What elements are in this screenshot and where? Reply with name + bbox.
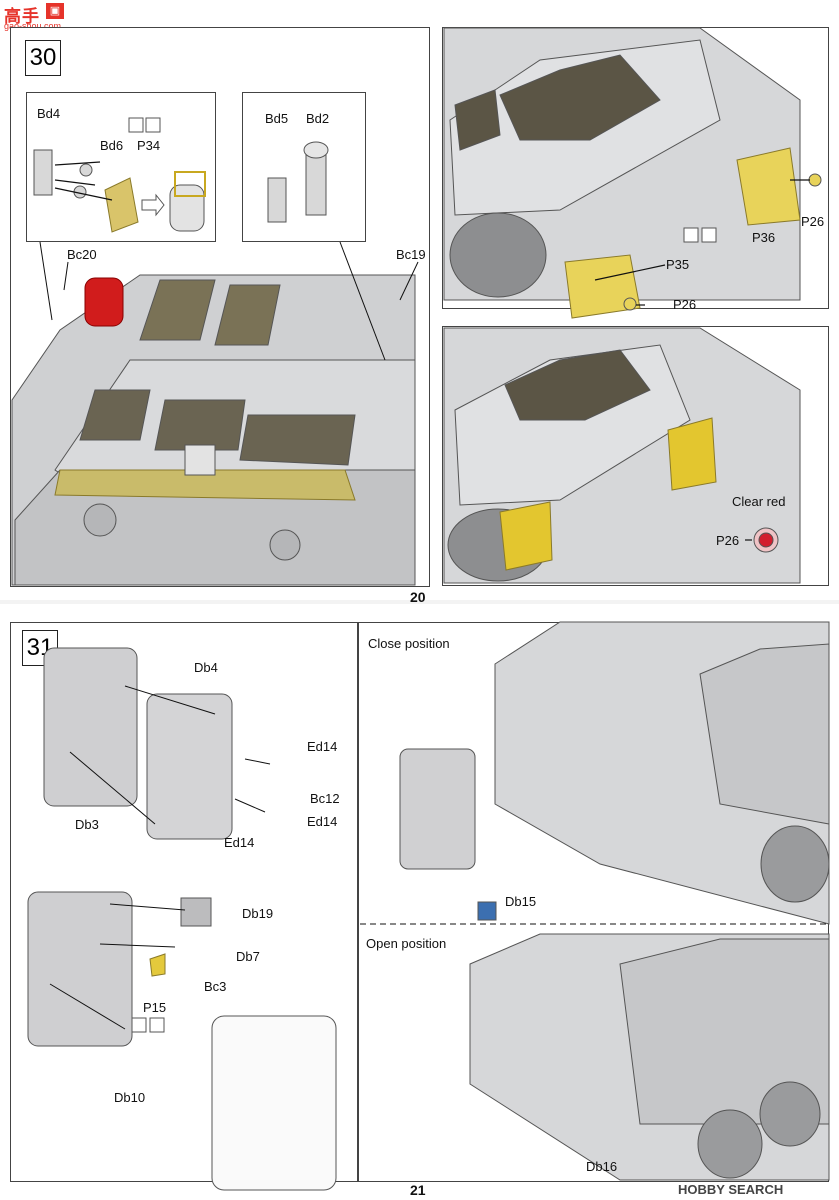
label-db4: Db4 (194, 660, 218, 675)
page-number-21: 21 (410, 1182, 426, 1198)
label-ed14-a: Ed14 (307, 739, 338, 754)
watermark-logo-mark: ▣ (46, 3, 64, 19)
label-bd4: Bd4 (37, 106, 61, 121)
hatch-parts (27, 647, 337, 1191)
page-21: 31 (0, 604, 839, 1200)
label-db10: Db10 (114, 1090, 146, 1105)
label-p26-b: P26 (673, 297, 697, 312)
label-bc3: Bc3 (204, 979, 227, 994)
label-p35: P35 (666, 257, 690, 272)
label-db16: Db16 (586, 1159, 618, 1174)
label-ed14-b: Ed14 (307, 814, 338, 829)
footer-brand: HOBBY SEARCH (678, 1182, 784, 1197)
watermark-site: gao-shou.com (4, 21, 62, 31)
watermark-logo-text: 高手 (4, 7, 40, 26)
label-db7: Db7 (236, 949, 260, 964)
label-bd5: Bd5 (265, 111, 289, 126)
right-callouts (594, 179, 810, 541)
inset-left-arrows (54, 161, 113, 201)
hull-side-top (443, 27, 822, 319)
hull-rear-deck (11, 274, 416, 586)
label-p26-c: P26 (716, 533, 740, 548)
label-bc12: Bc12 (310, 791, 340, 806)
label-p15: P15 (143, 1000, 167, 1015)
step30-number: 30 (25, 40, 61, 76)
step31-drawing (27, 621, 830, 1191)
label-bd2: Bd2 (306, 111, 330, 126)
page-number-20: 20 (410, 589, 426, 605)
page-20: 高手 ▣ gao-shou.com 30 (0, 0, 839, 605)
hull-open (469, 901, 830, 1181)
label-db15: Db15 (505, 894, 537, 909)
step30-drawing (11, 27, 822, 586)
inset-left-parts (33, 117, 206, 233)
label-db19: Db19 (242, 906, 274, 921)
inset-right-parts (267, 141, 329, 223)
watermark-logo: 高手 ▣ gao-shou.com (2, 2, 68, 32)
open-position-title: Open position (366, 936, 447, 951)
hull-side-bottom (443, 327, 801, 584)
close-position-title: Close position (368, 636, 450, 651)
label-db3: Db3 (75, 817, 99, 832)
label-bd6: Bd6 (100, 138, 124, 153)
step30-inset-right (242, 92, 366, 242)
callout-lines (39, 241, 419, 361)
hatch-arrows (49, 685, 829, 1030)
label-bc19: Bc19 (396, 247, 426, 262)
label-p26-a: P26 (801, 214, 825, 229)
label-ed14-c: Ed14 (224, 835, 255, 850)
label-p34: P34 (137, 138, 161, 153)
label-clear-red: Clear red (732, 494, 786, 509)
label-bc20: Bc20 (67, 247, 97, 262)
hull-close (399, 621, 830, 925)
label-p36: P36 (752, 230, 776, 245)
